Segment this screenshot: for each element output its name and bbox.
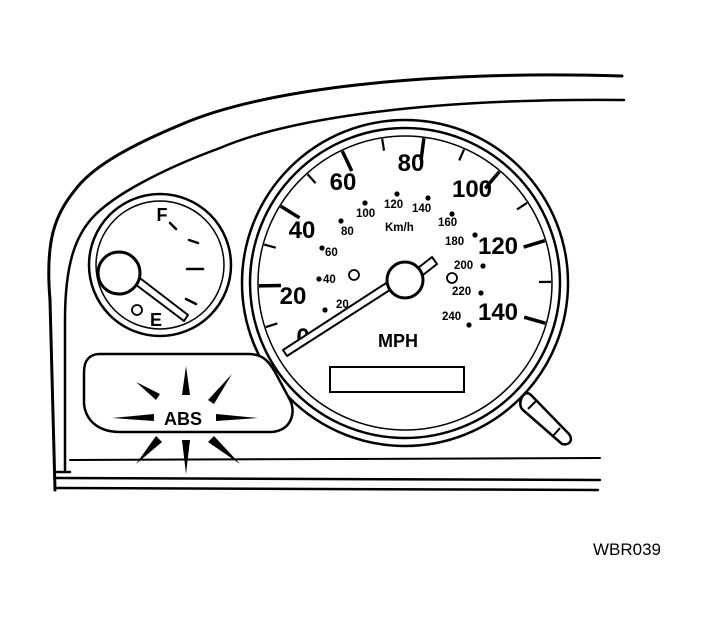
mph-tick-label: 140 (478, 299, 518, 326)
kmh-dot (449, 211, 454, 216)
kmh-tick-label: 100 (356, 208, 375, 220)
kmh-dot (362, 200, 367, 205)
kmh-tick-label: 140 (412, 203, 431, 215)
kmh-tick-label: 160 (438, 217, 457, 229)
fuel-warning-lamp (132, 305, 142, 315)
fuel-empty-label: E (150, 310, 162, 330)
knob-body (520, 393, 571, 444)
speedometer: 0 20 40 60 80 100 120 140 20 40 60 80 10… (242, 120, 568, 446)
mph-tick-label: 120 (478, 233, 518, 260)
kmh-tick-label: 200 (454, 260, 473, 272)
kmh-tick-label: 60 (325, 247, 338, 259)
trip-reset-knob (520, 393, 571, 444)
abs-warning-panel: ABS (84, 354, 293, 474)
fuel-gauge: F E (89, 194, 231, 336)
kmh-unit-label: Km/h (385, 222, 414, 234)
speed-unit-label: MPH (378, 331, 418, 351)
indicator-lamp-left (349, 270, 359, 280)
kmh-dot (480, 263, 485, 268)
kmh-dot (319, 245, 324, 250)
figure-code: WBR039 (593, 540, 661, 559)
kmh-tick-label: 240 (442, 311, 461, 323)
kmh-dot (394, 191, 399, 196)
kmh-dot (478, 290, 483, 295)
fuel-full-label: F (157, 205, 168, 225)
kmh-tick-label: 180 (445, 236, 464, 248)
mph-tick-label: 60 (330, 169, 357, 196)
kmh-dot (472, 232, 477, 237)
mph-tick-label: 40 (289, 217, 316, 244)
kmh-tick-label: 80 (341, 226, 354, 238)
mph-tick-label: 80 (398, 150, 425, 177)
mph-tick-label: 20 (280, 283, 307, 310)
mph-tick-label: 100 (452, 176, 492, 203)
needle-hub (387, 262, 423, 298)
kmh-dot (316, 276, 321, 281)
fuel-needle-hub (98, 252, 140, 294)
kmh-dot (466, 322, 471, 327)
odometer-display (330, 367, 464, 392)
indicator-lamp-right (447, 273, 457, 283)
abs-warning-label: ABS (164, 409, 202, 429)
kmh-tick-label: 120 (384, 199, 403, 211)
kmh-dot (338, 218, 343, 223)
kmh-dot (322, 307, 327, 312)
kmh-tick-label: 220 (452, 286, 471, 298)
kmh-tick-label: 40 (323, 274, 336, 286)
flash-ray (182, 440, 190, 474)
kmh-dot (425, 195, 430, 200)
